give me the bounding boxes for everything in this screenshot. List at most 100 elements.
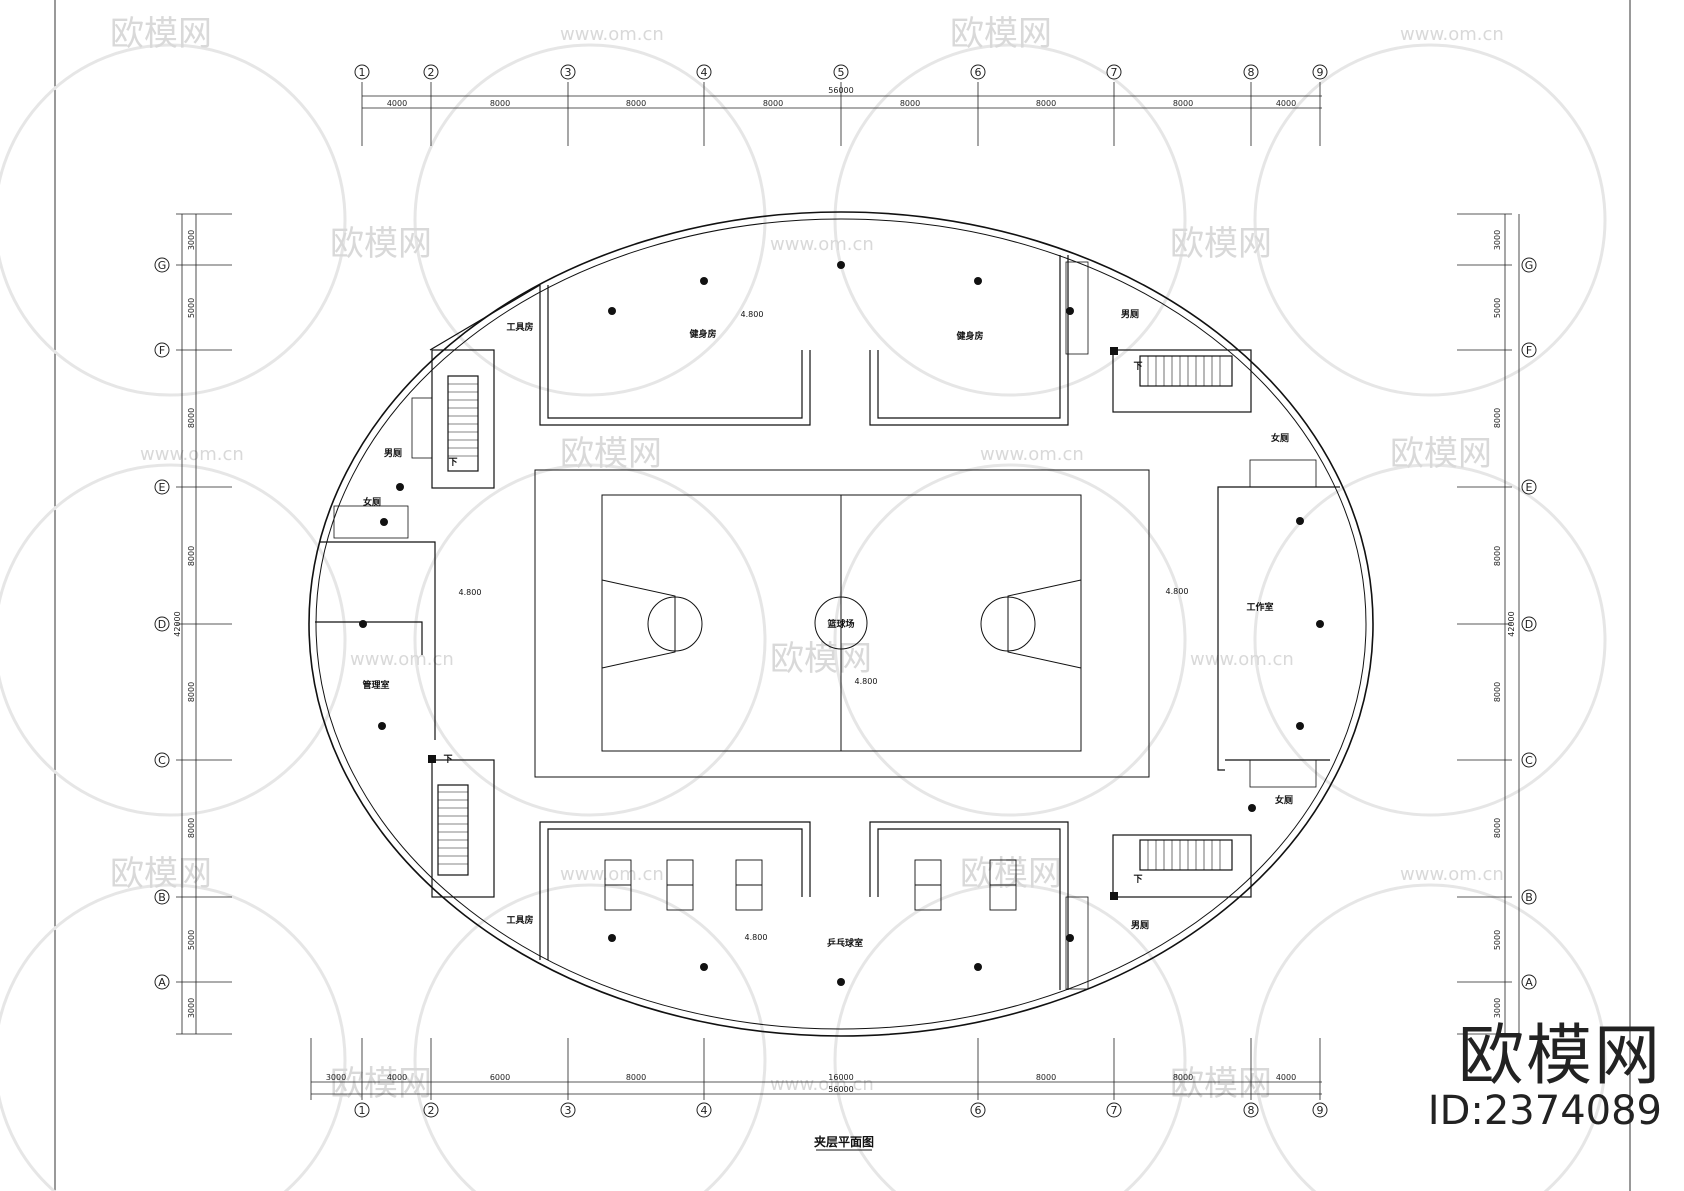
svg-text:3000: 3000 [1493,998,1502,1018]
axis-bubble-8: 8 [1243,64,1259,80]
svg-text:欧模网: 欧模网 [110,854,212,894]
svg-text:6000: 6000 [490,1073,510,1082]
bottom-dimension-labels: 3000 4000 6000 8000 16000 8000 8000 4000… [326,1073,1296,1094]
right-dimension-chain [1457,213,1520,1035]
svg-text:8000: 8000 [187,818,196,838]
stair-down-mark-4: 下 [1133,874,1142,885]
svg-text:56000: 56000 [828,86,853,95]
axis-bubble-C-left: C [154,752,170,768]
svg-text:B: B [1525,891,1533,904]
svg-text:8000: 8000 [626,1073,646,1082]
room-men-bottom-right: 男厕 [1131,920,1149,931]
svg-text:D: D [1525,618,1533,631]
key-left [601,579,676,669]
svg-text:www.om.cn: www.om.cn [770,234,874,255]
bottom-dimension-chain [310,1038,1322,1100]
svg-text:8000: 8000 [900,99,920,108]
axis-bubble-E-left: E [154,479,170,495]
axis-bubble-7: 7 [1106,64,1122,80]
svg-text:欧模网: 欧模网 [1390,434,1492,474]
axis-bubble-9: 9 [1312,64,1328,80]
svg-text:E: E [1526,481,1533,494]
svg-text:4: 4 [701,66,708,79]
bottom-axis-bubbles: 1 2 3 4 6 7 8 9 [354,1102,1328,1118]
svg-text:3000: 3000 [187,230,196,250]
svg-text:8000: 8000 [763,99,783,108]
svg-text:4000: 4000 [1276,99,1296,108]
axis-bubble-G-left: G [154,257,170,273]
axis-bubble-7-bottom: 7 [1106,1102,1122,1118]
svg-text:1: 1 [359,66,366,79]
svg-text:欧模网: 欧模网 [1170,224,1272,264]
axis-bubble-6-bottom: 6 [970,1102,986,1118]
svg-text:5000: 5000 [1493,298,1502,318]
svg-text:3000: 3000 [187,998,196,1018]
top-axis-bubbles: 1 2 3 4 5 6 7 8 9 [354,64,1328,80]
svg-text:9: 9 [1317,66,1324,79]
axis-bubble-5: 5 [833,64,849,80]
svg-text:6: 6 [975,1104,982,1117]
svg-text:www.om.cn: www.om.cn [1400,864,1504,885]
svg-text:2: 2 [428,66,435,79]
room-men-top-right: 男厕 [1121,309,1139,320]
svg-text:7: 7 [1111,1104,1118,1117]
axis-bubble-3-bottom: 3 [560,1102,576,1118]
svg-text:4.800: 4.800 [855,677,878,686]
room-labels: 健身房 健身房 工具房 男厕 男厕 女厕 女厕 篮球场 工作室 管理室 女厕 工… [362,309,1293,949]
svg-text:5000: 5000 [187,298,196,318]
room-workshop: 工作室 [1246,601,1273,613]
svg-text:8000: 8000 [187,682,196,702]
room-gym-right: 健身房 [956,330,983,342]
hall-boundary [534,469,1150,778]
svg-text:www.om.cn: www.om.cn [350,649,454,670]
svg-text:2: 2 [428,1104,435,1117]
free-throw-circle-right [980,596,1036,652]
room-women-left: 女厕 [363,496,381,508]
axis-bubble-4: 4 [696,64,712,80]
axis-bubble-F-left: F [154,342,170,358]
svg-text:5000: 5000 [187,930,196,950]
axis-bubble-1: 1 [354,64,370,80]
svg-text:42000: 42000 [1507,611,1516,636]
svg-text:4000: 4000 [1276,1073,1296,1082]
room-tool-bottom: 工具房 [506,914,533,926]
axis-bubble-B-left: B [154,889,170,905]
axis-bubble-8-bottom: 8 [1243,1102,1259,1118]
svg-text:42000: 42000 [173,611,182,636]
svg-text:4000: 4000 [387,99,407,108]
svg-text:E: E [159,481,166,494]
svg-text:4.800: 4.800 [1166,587,1189,596]
svg-text:8000: 8000 [1173,1073,1193,1082]
svg-text:8000: 8000 [490,99,510,108]
axis-bubble-6: 6 [970,64,986,80]
axis-bubble-9-bottom: 9 [1312,1102,1328,1118]
svg-text:6: 6 [975,66,982,79]
room-pingpong: 乒乓球室 [827,937,863,949]
svg-text:www.om.cn: www.om.cn [980,444,1084,465]
svg-text:夹层平面图: 夹层平面图 [814,1134,874,1149]
axis-bubble-B-right: B [1521,889,1537,905]
svg-text:5000: 5000 [1493,930,1502,950]
svg-text:欧模网: 欧模网 [770,639,872,679]
axis-bubble-C-right: C [1521,752,1537,768]
right-dimension-labels: 3000 5000 8000 8000 42000 8000 8000 5000… [1493,230,1516,1018]
axis-bubble-G-right: G [1521,257,1537,273]
svg-text:C: C [1525,754,1533,767]
top-dimension-chain [361,82,1322,146]
axis-bubble-2-bottom: 2 [423,1102,439,1118]
watermark-text: 欧模网 www.om.cn 欧模网 www.om.cn 欧模网 www.om.c… [110,14,1504,1104]
svg-text:9: 9 [1317,1104,1324,1117]
free-throw-circle-left [647,596,703,652]
svg-text:4.800: 4.800 [745,933,768,942]
svg-text:G: G [158,259,167,272]
svg-text:8000: 8000 [1493,818,1502,838]
svg-text:8000: 8000 [187,546,196,566]
svg-text:8000: 8000 [1493,682,1502,702]
center-circle [814,596,868,650]
watermark-arcs [0,43,1607,1191]
svg-text:www.om.cn: www.om.cn [1400,24,1504,45]
stair-treads [438,356,1221,870]
svg-text:4.800: 4.800 [459,588,482,597]
svg-text:欧模网: 欧模网 [330,1064,432,1104]
room-management: 管理室 [362,679,389,691]
